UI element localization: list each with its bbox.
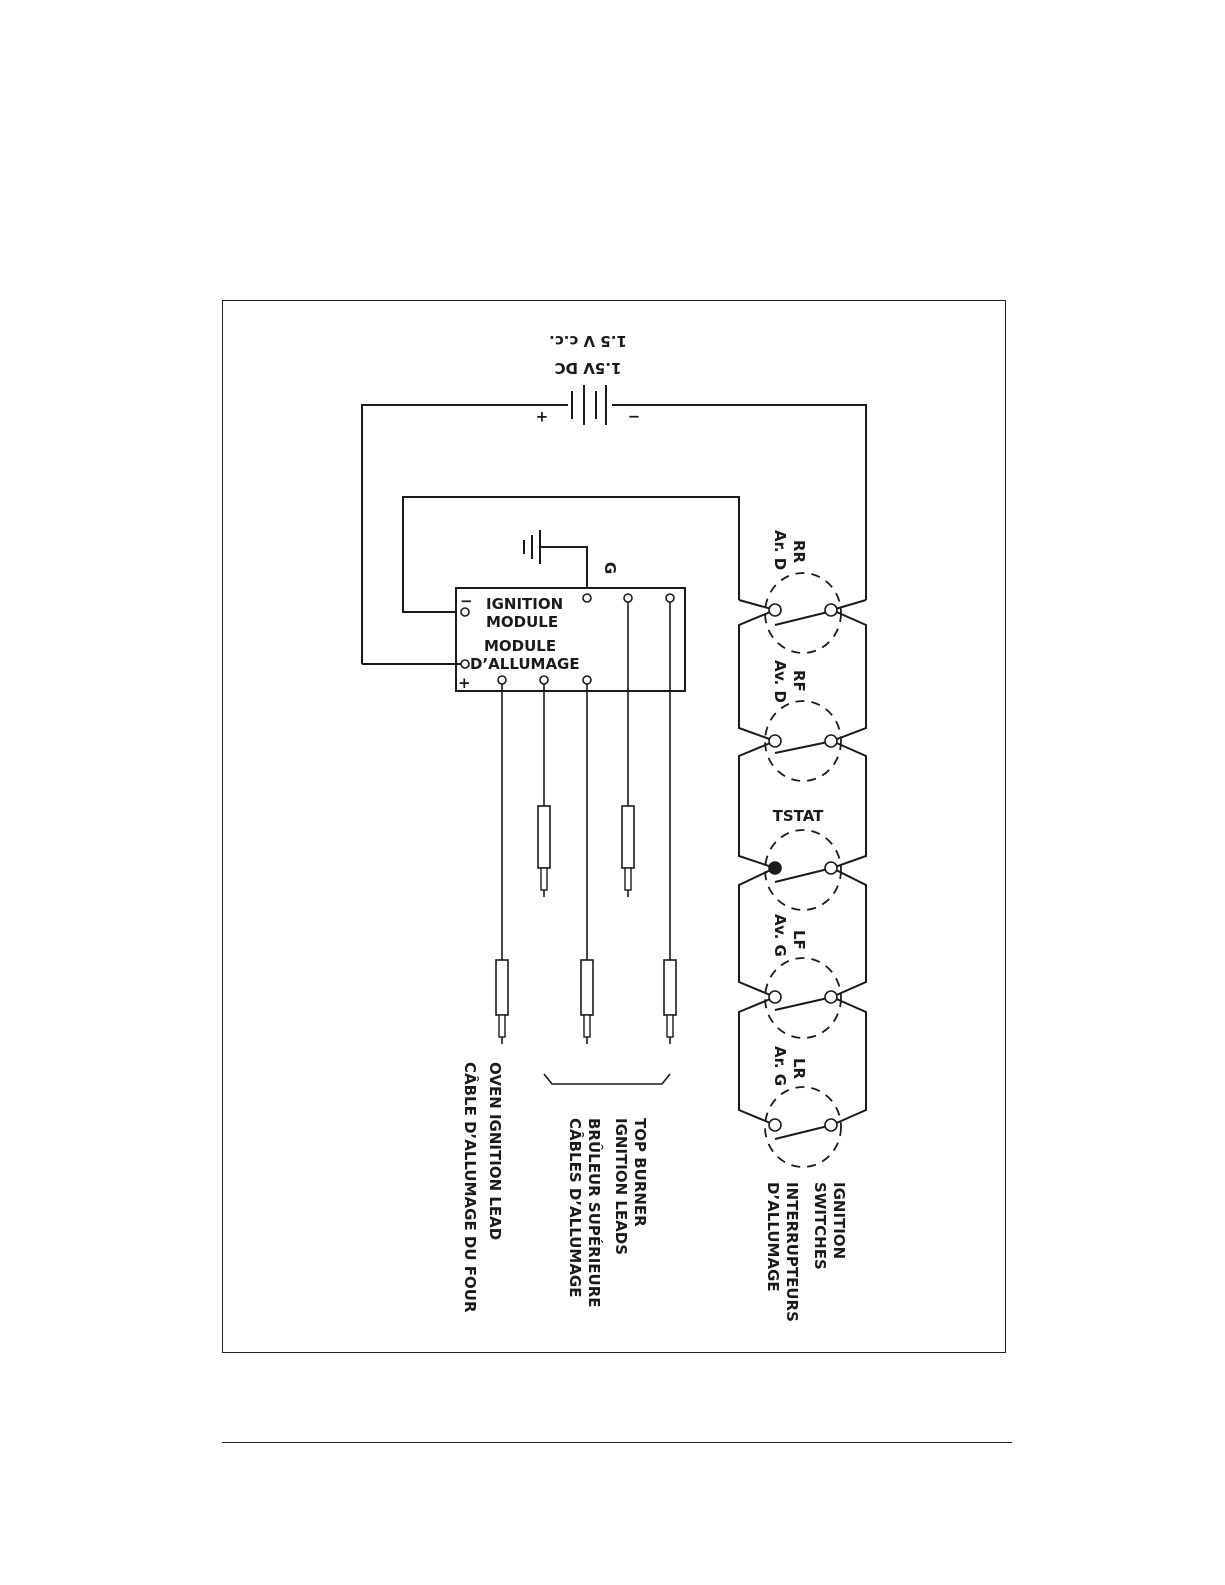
ignition-switch-chain: RR Ar. D RF Av. D TSTAT LF Av. G LR Ar. … (739, 530, 866, 1167)
caption-oven-1: OVEN IGNITION LEAD (486, 1062, 504, 1240)
module-title-fr-1: MODULE (484, 637, 556, 655)
battery-minus-label: − (628, 408, 641, 426)
switch-tstat-code: TSTAT (773, 807, 825, 825)
caption-top-4: CÂBLES D’ALLUMAGE (566, 1118, 585, 1298)
electrode-short-1 (538, 806, 550, 897)
module-title-fr-2: D’ALLUMAGE (470, 655, 580, 673)
switch-lf (765, 958, 841, 1038)
caption-top-2: IGNITION LEADS (612, 1118, 630, 1255)
battery-voltage-fr: 1.5 V c.c. (549, 332, 627, 350)
switch-rf-fr: Av. D (771, 660, 789, 703)
electrode-short-2 (622, 806, 634, 897)
switch-tstat (765, 830, 841, 910)
ground-label: G (601, 562, 619, 574)
switch-lr-code: LR (790, 1058, 808, 1080)
module-title-en-2: MODULE (486, 613, 558, 631)
module-plus-label: + (458, 674, 471, 692)
caption-switches-1: IGNITION (830, 1182, 848, 1259)
switch-lr-fr: Ar. G (771, 1046, 789, 1086)
electrode-top-2 (664, 960, 676, 1044)
battery-voltage-en: 1.5V DC (555, 359, 622, 377)
switch-lf-code: LF (790, 930, 808, 950)
caption-oven-2: CÂBLE D’ALLUMAGE DU FOUR (461, 1062, 480, 1313)
switch-rf-code: RF (790, 670, 808, 692)
ignition-module: IGNITION MODULE MODULE D’ALLUMAGE − + (456, 588, 685, 692)
module-title-en-1: IGNITION (486, 595, 563, 613)
electrode-oven (496, 960, 508, 1044)
switch-rr-fr: Ar. D (771, 530, 789, 570)
caption-top-1: TOP BURNER (631, 1118, 649, 1227)
caption-switches-3: INTERRUPTEURS (783, 1182, 801, 1322)
switch-rr-code: RR (790, 540, 808, 564)
battery-plus-label: + (536, 408, 549, 426)
switch-rr (765, 573, 841, 653)
switch-rf (765, 701, 841, 781)
captions: IGNITION SWITCHES INTERRUPTEURS D’ALLUMA… (461, 1062, 848, 1322)
top-burner-bracket (544, 1074, 670, 1084)
caption-top-3: BRÛLEUR SUPÉRIEURE (585, 1118, 604, 1308)
caption-switches-4: D’ALLUMAGE (764, 1182, 782, 1292)
module-minus-label: − (460, 592, 473, 610)
switch-lr (765, 1087, 841, 1167)
caption-switches-2: SWITCHES (811, 1182, 829, 1270)
switch-lf-fr: Av. G (771, 914, 789, 957)
electrode-top-1 (581, 960, 593, 1044)
